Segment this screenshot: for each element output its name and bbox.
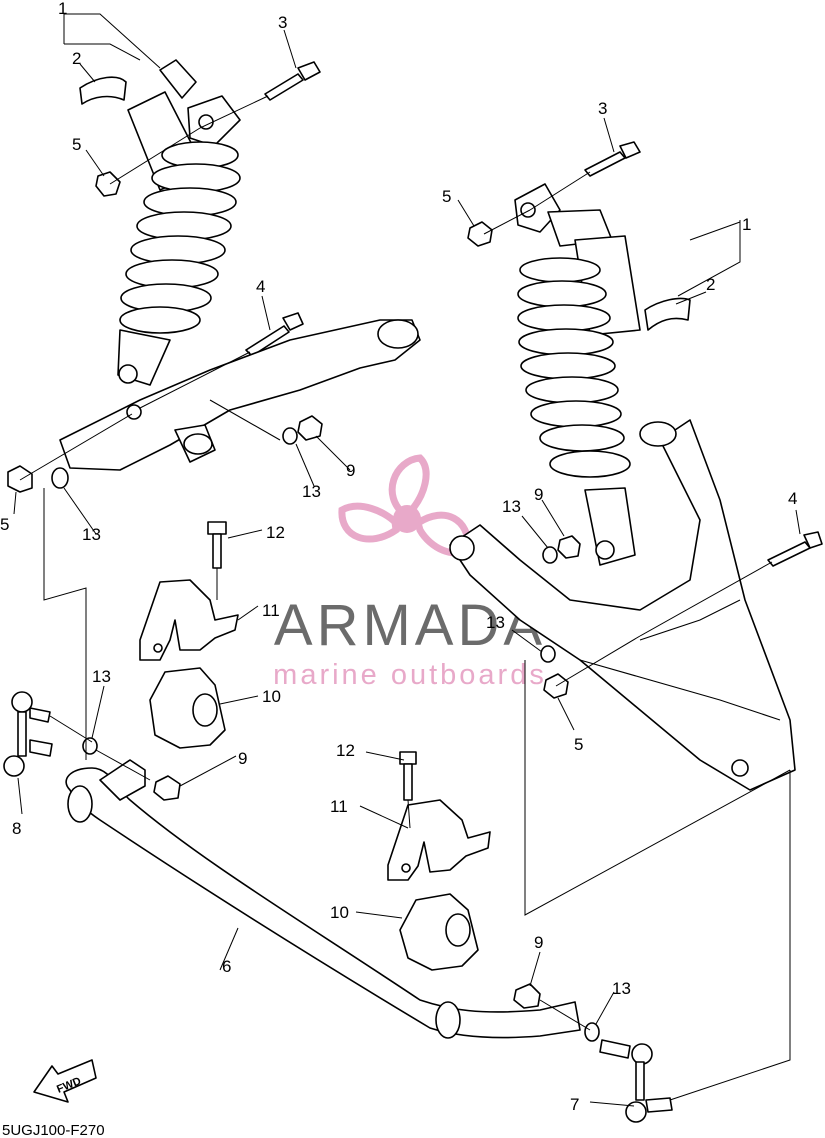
callout-5-right-lower: 5 xyxy=(574,735,583,754)
callout-13-left-a: 13 xyxy=(82,525,101,544)
callout-12-upper: 12 xyxy=(266,523,285,542)
left-nut-5 xyxy=(95,171,121,197)
diagram-code: 5UGJ100-F270 xyxy=(2,1122,105,1138)
watermark-subtitle: marine outboards xyxy=(273,659,547,691)
link-8 xyxy=(3,691,53,777)
left-swing-arm xyxy=(59,319,421,471)
left-nut-9 xyxy=(297,415,323,441)
callout-12-lower: 12 xyxy=(336,741,355,760)
bushing-10b xyxy=(399,893,479,971)
left-washer-13b xyxy=(282,427,298,445)
callout-2-left: 2 xyxy=(72,49,81,68)
left-nut-5b xyxy=(7,465,33,493)
callout-5-left-lower: 5 xyxy=(0,515,9,534)
right-shock-absorber xyxy=(514,183,691,566)
right-washer-13a xyxy=(542,546,558,564)
bracket-bolt-12a xyxy=(207,521,227,569)
left-bolt-3 xyxy=(264,61,321,101)
callout-9-right: 9 xyxy=(534,485,543,504)
holder-11b xyxy=(387,799,491,881)
bracket-bolt-12b xyxy=(399,751,417,801)
right-bolt-3 xyxy=(584,141,641,177)
bushing-10a xyxy=(149,667,226,749)
link-7 xyxy=(599,1039,673,1123)
holder-11a xyxy=(139,579,239,661)
callout-13-bar-right: 13 xyxy=(612,979,631,998)
right-nut-9 xyxy=(557,535,581,559)
stabilizer-bar-6 xyxy=(65,759,581,1039)
nut-9c xyxy=(153,775,181,801)
callout-2-right: 2 xyxy=(706,275,715,294)
callout-6: 6 xyxy=(222,957,231,976)
callout-7: 7 xyxy=(570,1095,579,1114)
left-bolt-4 xyxy=(245,312,304,357)
callout-9-bar-right: 9 xyxy=(534,933,543,952)
callout-13-left-b: 13 xyxy=(302,482,321,501)
callout-11-lower: 11 xyxy=(330,797,348,816)
callout-1-left: 1 xyxy=(58,0,67,18)
callout-leaders xyxy=(13,13,801,1107)
callout-13-right-b: 13 xyxy=(486,613,505,632)
callout-10-upper: 10 xyxy=(262,687,281,706)
callout-9-left: 9 xyxy=(346,461,355,480)
fwd-arrow: FWD xyxy=(33,1059,97,1103)
callout-numbers: 1 2 3 5 4 5 13 13 9 3 5 1 2 13 9 4 13 5 … xyxy=(0,0,797,1114)
callout-13-right-a: 13 xyxy=(502,497,521,516)
callout-4-left: 4 xyxy=(256,277,265,296)
left-washer-13a xyxy=(51,467,69,489)
right-swing-arm xyxy=(449,419,796,791)
callout-8: 8 xyxy=(12,819,21,838)
left-shock-absorber xyxy=(79,59,241,386)
right-nut-5 xyxy=(467,221,493,247)
callout-9-bar: 9 xyxy=(238,749,247,768)
callout-5-left: 5 xyxy=(72,135,81,154)
callout-11-upper: 11 xyxy=(262,601,280,620)
callout-4-right: 4 xyxy=(788,489,797,508)
nut-9d xyxy=(513,983,541,1009)
watermark-name: ARMADA xyxy=(274,593,546,658)
washer-13d xyxy=(584,1022,600,1042)
propeller-logo xyxy=(338,454,472,557)
right-washer-13b xyxy=(540,645,556,663)
callout-1-right: 1 xyxy=(742,215,751,234)
armada-watermark: ARMADA marine outboards xyxy=(273,454,547,691)
right-bolt-4 xyxy=(767,531,823,567)
assembly-lines xyxy=(19,95,791,1101)
callout-3-left: 3 xyxy=(278,13,287,32)
callout-5-right: 5 xyxy=(442,187,451,206)
callout-3-right: 3 xyxy=(598,99,607,118)
callout-13-link: 13 xyxy=(92,667,111,686)
callout-10-lower: 10 xyxy=(330,903,349,922)
